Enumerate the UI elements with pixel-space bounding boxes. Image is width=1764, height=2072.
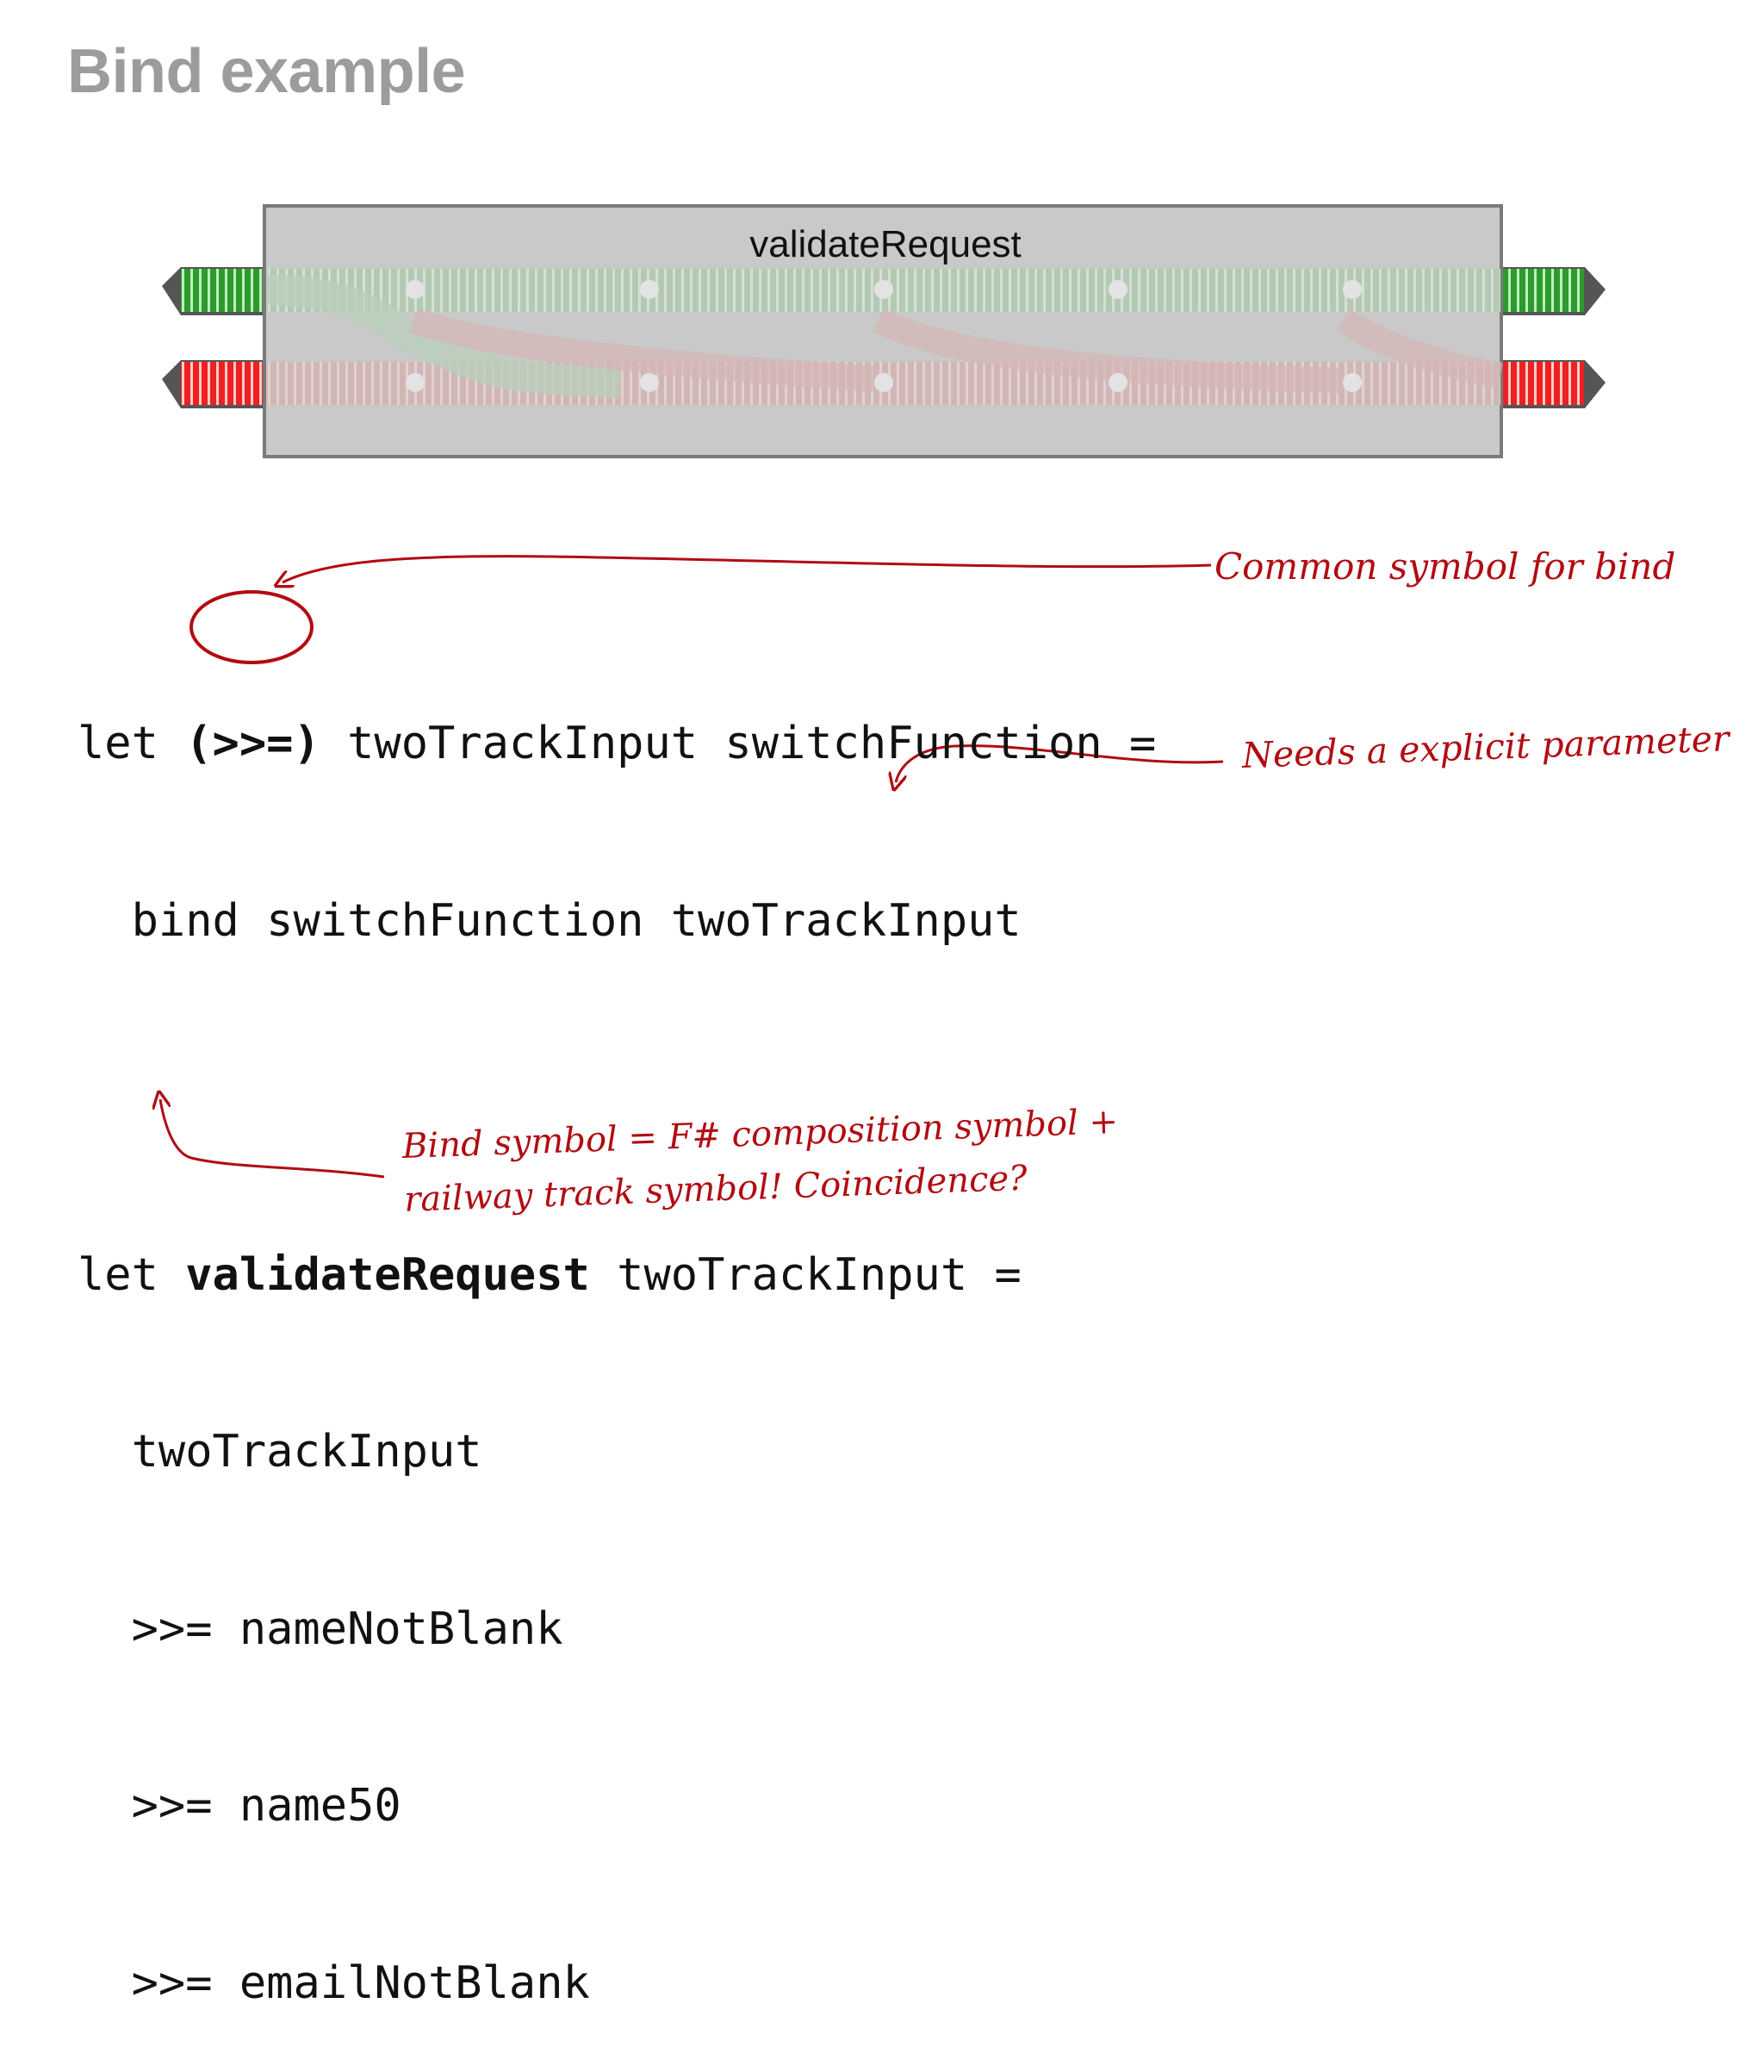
keyword-let: let [78, 718, 186, 769]
code-block: let (>>=) twoTrackInput switchFunction =… [78, 596, 1156, 2072]
output-failure-track [1499, 360, 1606, 408]
code-line: bind switchFunction twoTrackInput [78, 894, 1022, 947]
bind-symbol-arrow [160, 1099, 385, 1179]
box-label: validateRequest [749, 223, 1022, 265]
slide-title: Bind example [67, 37, 466, 106]
input-success-track [162, 267, 267, 315]
code-line: >>= name50 [78, 1780, 401, 1832]
bind-operator: (>>=) [185, 718, 320, 769]
function-name: validateRequest [185, 1248, 590, 1301]
code-text: twoTrackInput switchFunction = [320, 718, 1157, 769]
code-line: let validateRequest twoTrackInput = [78, 1246, 1156, 1305]
annotation-common-symbol: Common symbol for bind [1214, 545, 1676, 588]
explicit-param-arrow [896, 744, 1224, 782]
code-text: twoTrackInput = [589, 1248, 1022, 1301]
railway-diagram: validateRequest [0, 204, 1606, 1179]
output-success-track [1499, 267, 1606, 315]
input-failure-track [162, 360, 267, 408]
keyword-let: let [78, 1248, 186, 1301]
internal-tracks [266, 269, 1503, 405]
code-line: >>= nameNotBlank [78, 1602, 563, 1655]
bind-operator-circle [189, 590, 314, 664]
code-line: let (>>=) twoTrackInput switchFunction = [78, 714, 1156, 774]
code-line: >>= emailNotBlank [78, 1957, 590, 2009]
common-symbol-arrow [283, 555, 1212, 582]
code-line: twoTrackInput [78, 1426, 482, 1478]
